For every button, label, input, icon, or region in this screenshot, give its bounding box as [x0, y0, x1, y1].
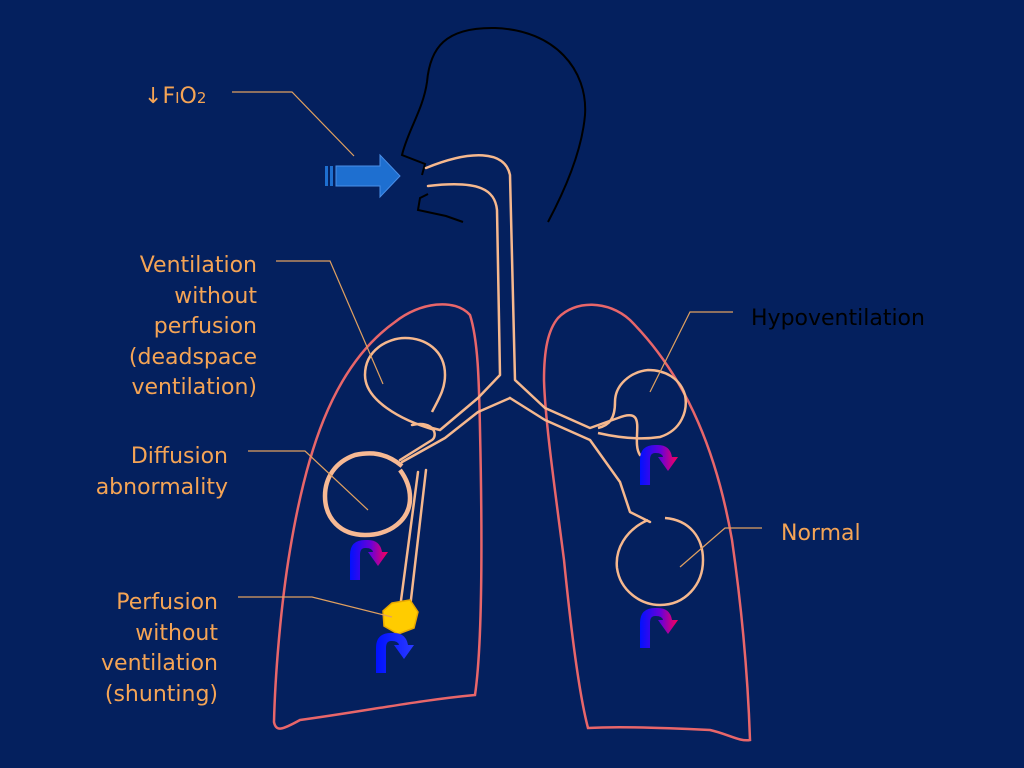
shunting-label-line: ventilation [101, 651, 218, 676]
alveolus-normal [615, 516, 705, 607]
blood-flow-arrows [350, 445, 678, 673]
fio2-o: O [179, 84, 197, 109]
normal-label: Normal [781, 521, 861, 546]
airway-tree [398, 154, 652, 610]
head-outline [400, 26, 587, 223]
deadspace-label-line: perfusion [153, 314, 257, 339]
deadspace-label-line: (deadspace [128, 344, 257, 370]
left-lung-outline [272, 303, 483, 730]
fio2-down-arrow: ↓ [144, 84, 163, 109]
hypoventilation-label: Hypoventilation [751, 306, 925, 331]
blood-flow-arrow-icon [640, 608, 678, 648]
blood-flow-arrow-icon [376, 633, 414, 673]
leader-line-deadspace [276, 260, 384, 385]
diffusion-label: Diffusion abnormality [96, 442, 228, 503]
alveolus-deadspace [363, 336, 447, 432]
deadspace-label-line: without [174, 283, 257, 309]
alveolus-hypoventilation [597, 368, 687, 440]
diffusion-label-line: abnormality [95, 474, 228, 500]
fio2-two: 2 [196, 89, 207, 107]
fio2-i-subscript: I [175, 89, 180, 107]
inspired-air-arrow-icon [325, 153, 401, 199]
alveoli [363, 336, 705, 607]
deadspace-label-line: Ventilation [139, 253, 257, 278]
shunting-label-line: (shunting) [104, 681, 218, 707]
leader-line-normal [679, 527, 762, 568]
blood-flow-arrow-icon [350, 540, 388, 580]
blood-flow-arrow-icon [640, 445, 678, 485]
alveolus-diffusion [322, 451, 413, 538]
alveolus-shunt [382, 599, 419, 635]
deadspace-label: Ventilation without perfusion (deadspace… [129, 251, 257, 404]
deadspace-label-line: ventilation) [131, 375, 257, 400]
leader-line-fio2 [232, 91, 355, 157]
shunting-label: Perfusion without ventilation (shunting) [101, 588, 218, 710]
shunting-label-line: Perfusion [116, 590, 218, 615]
leader-line-diffusion [248, 450, 369, 511]
diffusion-label-line: Diffusion [130, 444, 228, 469]
fio2-label: ↓FIO2 [144, 84, 206, 111]
leader-line-shunting [238, 596, 393, 618]
leader-line-hypoventilation [649, 311, 733, 393]
fio2-f: F [162, 84, 176, 109]
shunting-label-line: without [135, 620, 218, 646]
leader-lines [232, 91, 762, 618]
